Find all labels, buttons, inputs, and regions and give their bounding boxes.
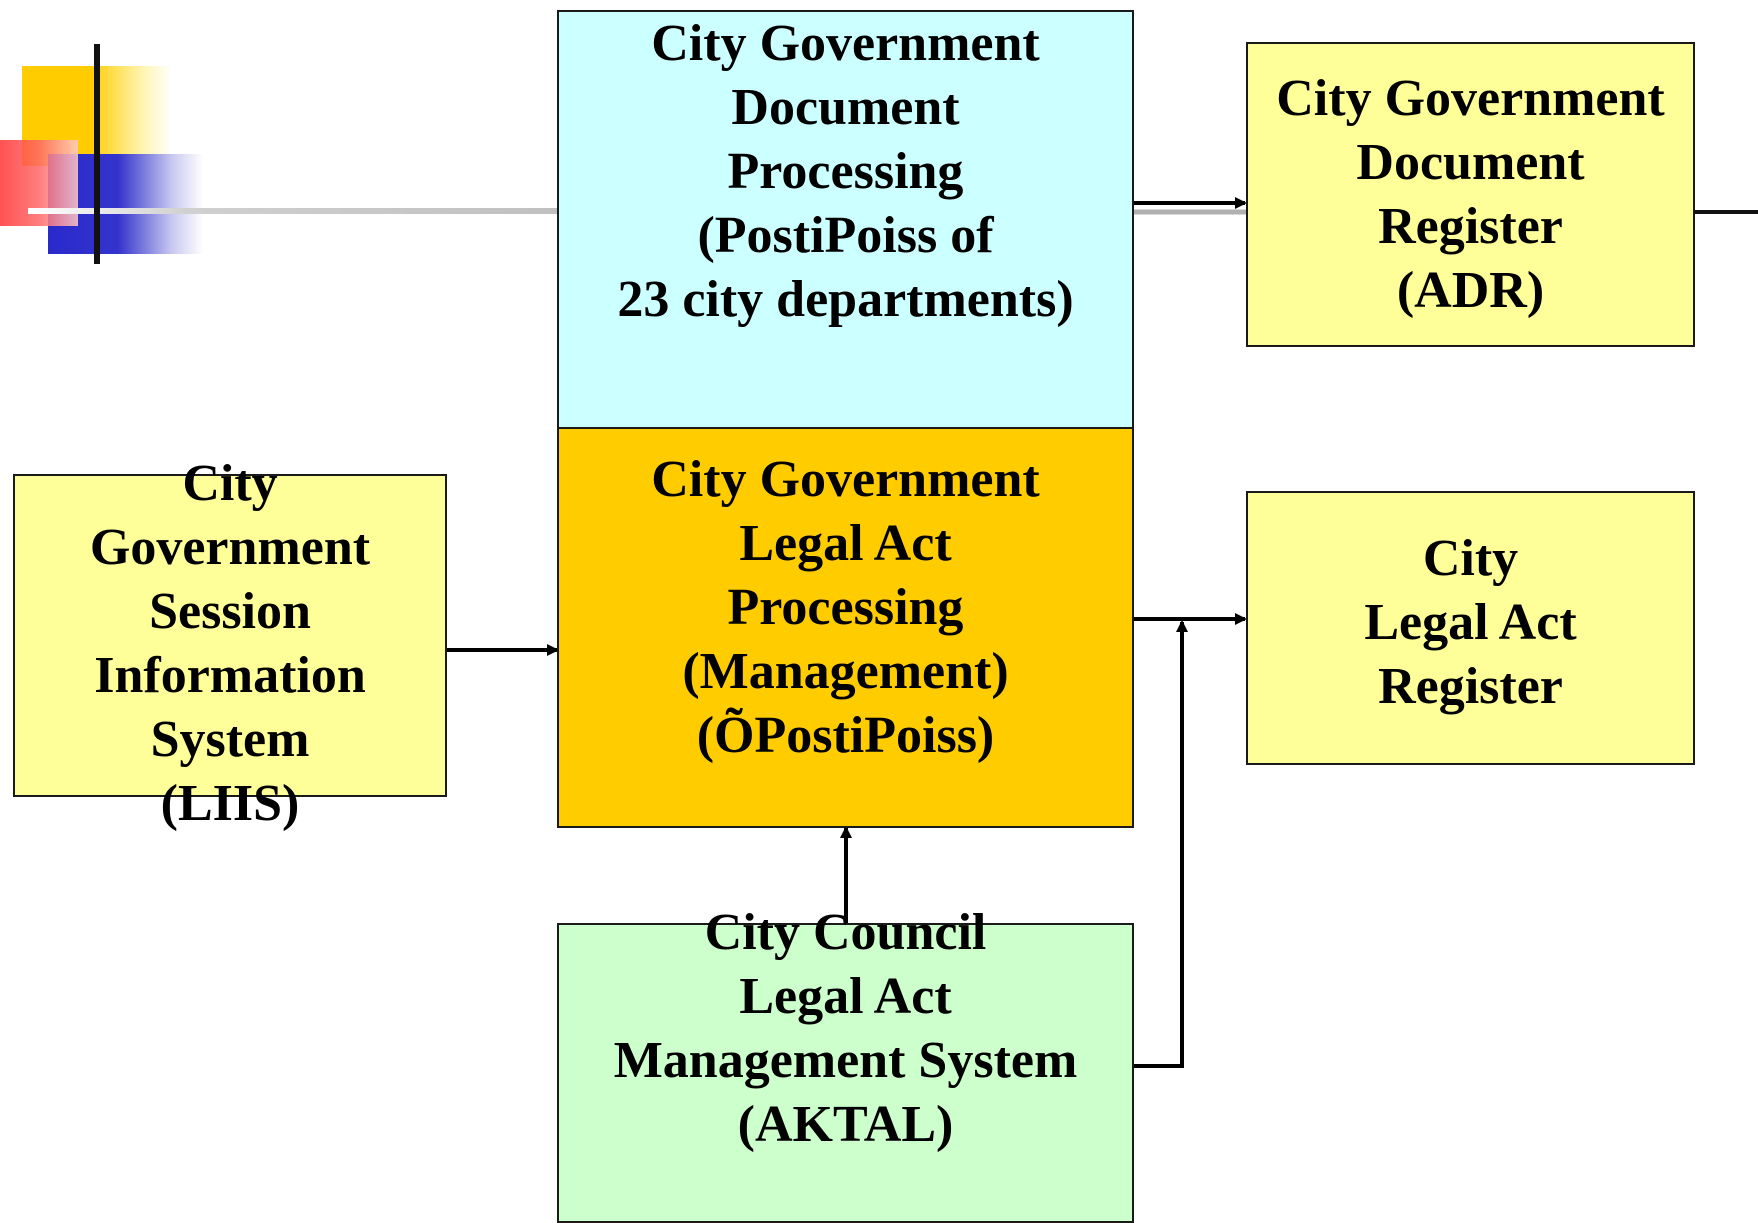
legal-act-processing-box: City Government Legal Act Processing (Ma… <box>557 427 1134 828</box>
session-system-label: City Government Session Information Syst… <box>89 455 371 832</box>
legal-act-register-label: City Legal Act Register <box>1364 530 1577 715</box>
council-system-label: City Council Legal Act Management System… <box>613 904 1078 1153</box>
session-system-box: City Government Session Information Syst… <box>13 455 447 832</box>
connector-council-to-register <box>1134 620 1188 1068</box>
legal-act-processing-label: City Government Legal Act Processing (Ma… <box>651 450 1040 764</box>
ornament-gray-rule <box>28 208 558 214</box>
legal-act-register-box: City Legal Act Register <box>1246 491 1695 765</box>
doc-processing-label: City Government Document Processing (Pos… <box>617 14 1074 328</box>
doc-register-label: City Government Document Register (ADR) <box>1276 69 1665 319</box>
ornament-vertical-bar <box>94 44 100 264</box>
doc-register-box: City Government Document Register (ADR) <box>1246 42 1695 347</box>
doc-processing-box: City Government Document Processing (Pos… <box>557 10 1134 429</box>
council-system-box: City Council Legal Act Management System… <box>557 904 1134 1223</box>
